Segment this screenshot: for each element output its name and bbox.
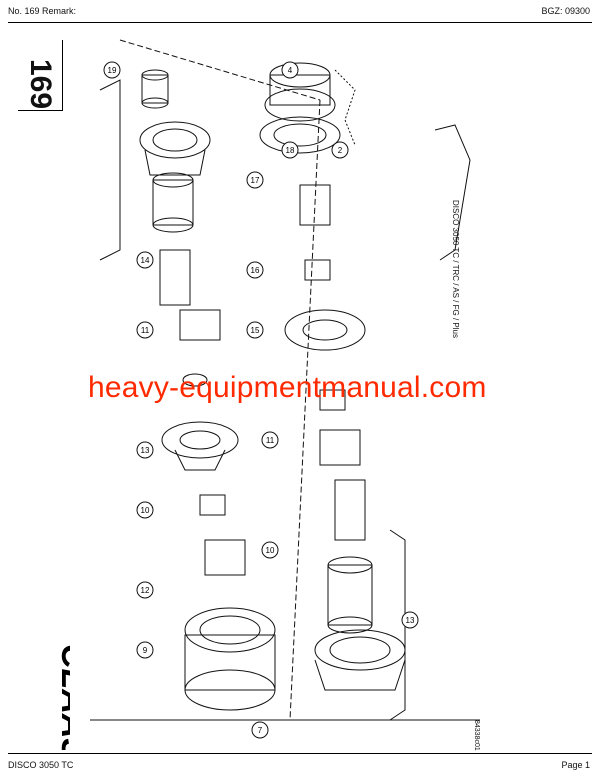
part-callout: 2 [338,146,343,155]
part-callout: 13 [141,446,150,455]
footer-page: Page 1 [561,760,590,770]
part-callout: 9 [143,646,148,655]
part-callout: 12 [141,586,150,595]
part-callout: 4 [288,66,293,75]
page-number: 169 [24,59,57,110]
part-callout: 15 [251,326,260,335]
part-callout: 7 [258,726,263,735]
part-callout: 10 [266,546,275,555]
part-callout: 11 [141,326,150,335]
part-callout: 17 [251,176,260,185]
part-callout: 13 [406,616,415,625]
page-number-box [18,40,63,111]
footer-rule [8,753,592,754]
header-remark: No. 169 Remark: [8,6,77,16]
part-callout: 14 [141,256,150,265]
claas-logo: CLAAS [54,644,70,750]
footer-model: DISCO 3050 TC [8,760,74,770]
exploded-parts-diagram: 19 4 18 2 17 16 15 14 11 13 10 12 9 11 10 13 7 [90,39,480,739]
part-callout: 11 [266,436,275,445]
watermark-text: heavy-equipmentmanual.com [88,371,487,404]
svg-text:CLAAS: CLAAS [54,644,70,750]
header-bgz: BGZ: 09300 [541,6,590,16]
part-callout: 19 [108,66,117,75]
part-callout: 10 [141,506,150,515]
header-rule [8,22,592,23]
part-callout: 18 [286,146,295,155]
part-callout: 16 [251,266,260,275]
